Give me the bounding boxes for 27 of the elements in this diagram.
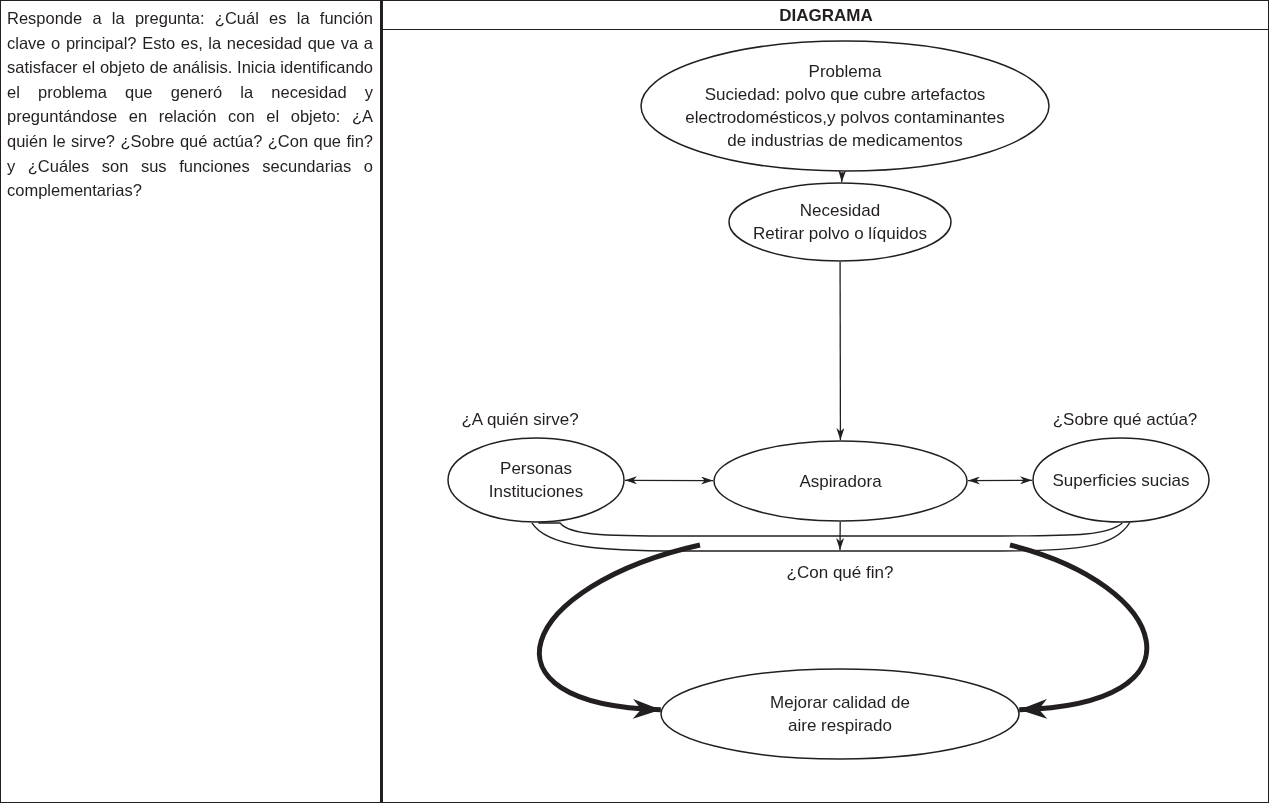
node-text: Mejorar calidad de aire respirado [769,692,911,737]
node-text: Retirar polvo o líquidos [753,223,927,245]
arrow [624,476,714,485]
ellipse-node [660,668,1020,760]
question-label: ¿A quién sirve? [460,409,580,431]
question-label: ¿Sobre qué actúa? [1051,409,1199,431]
arrow [838,169,847,183]
thick-curved-arrow [1009,542,1149,718]
node-text: Personas Instituciones [487,458,585,503]
node-text: Suciedad: polvo que cubre artefactos electrodomésticos,y polvos contaminantes de industrias de medicamentos [684,84,1006,152]
arrow [836,261,845,441]
node-text: Aspiradora [799,470,882,493]
ellipse-node [640,40,1050,172]
arrow [836,521,845,551]
ellipse-node [728,182,952,262]
instruction-text: Responde a la pregunta: ¿Cuál es la función clave o principal? Esto es, la necesidad que va a satisfacer el objeto de análisis. Inicia identificando el problema que generó la necesidad y preguntándose en relación con el objeto: ¿A quién le sirve? ¿Sobre qué actúa? ¿Con que fin? y ¿Cuáles son sus funciones secundarias o complementarias? [7,8,373,202]
arrow [967,476,1033,485]
ellipse-node [447,437,625,523]
node-text: Problema [808,61,882,83]
thick-curved-arrow [537,542,701,718]
ellipse-node [1032,437,1210,523]
ellipse-node [713,440,968,522]
node-text: Necesidad [799,200,881,222]
node-text: Superficies sucias [1052,469,1190,492]
column-heading: DIAGRAMA [778,5,874,27]
bracket-line [531,522,1131,552]
bracket-line [537,522,1124,537]
